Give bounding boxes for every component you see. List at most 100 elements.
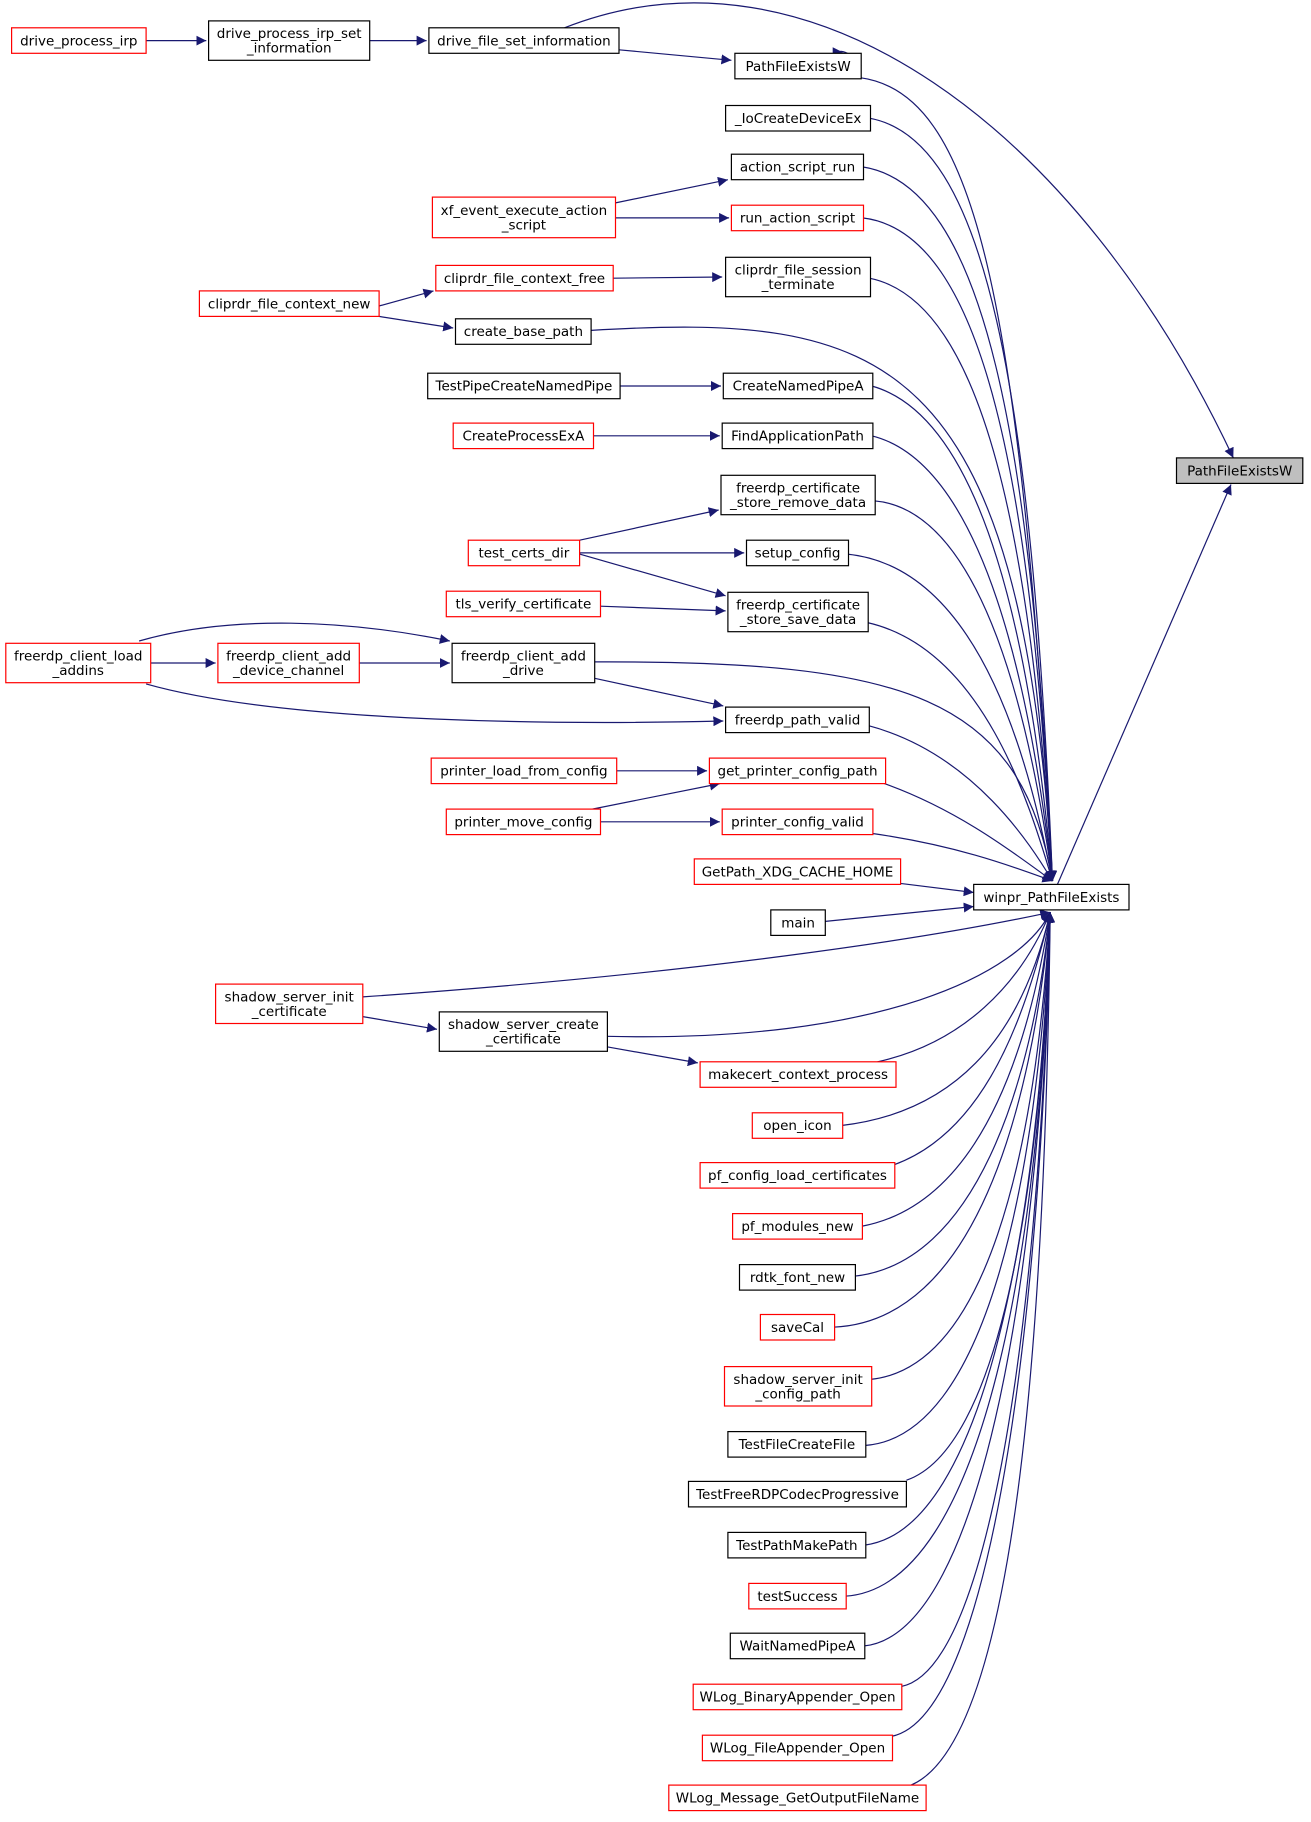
node-testfreerdpcodecprogressive[interactable]: TestFreeRDPCodecProgressive [687, 1480, 907, 1508]
node-pf-modules-new[interactable]: pf_modules_new [731, 1212, 863, 1240]
node-box [730, 153, 865, 181]
node-box [973, 883, 1130, 911]
node-box [759, 1313, 836, 1341]
node-label: shadow_server_create [448, 1017, 599, 1033]
node-box [721, 422, 874, 450]
node-wlog-binaryappender-open[interactable]: WLog_BinaryAppender_Open [692, 1683, 903, 1711]
node-box [731, 1212, 863, 1240]
node-freerdp-path-valid[interactable]: freerdp_path_valid [724, 706, 870, 734]
node-label: freerdp_certificate [736, 598, 860, 614]
node-label: PathFileExistsW [1187, 463, 1292, 479]
node-freerdp-client-load-addins[interactable]: freerdp_client_load_addins [5, 642, 152, 684]
node-freerdp-certificate-store-remove-data[interactable]: freerdp_certificate_store_remove_data [720, 474, 876, 516]
node-drive-file-set-information[interactable]: drive_file_set_information [428, 27, 620, 54]
call-edge [866, 621, 1055, 882]
node-cliprdr-file-session-terminate[interactable]: cliprdr_file_session_terminate [724, 256, 872, 298]
node-box [724, 256, 872, 298]
call-edge [891, 912, 1056, 1737]
node-label: pf_modules_new [741, 1219, 853, 1235]
node-printer-move-config[interactable]: printer_move_config [445, 808, 602, 836]
call-edge [564, 2, 1234, 459]
node-cliprdr-file-context-free[interactable]: cliprdr_file_context_free [435, 264, 614, 292]
node-label: cliprdr_file_context_free [444, 271, 605, 287]
node-get-printer-config-path[interactable]: get_printer_config_path [708, 757, 887, 785]
node-getpath-xdg-cache-home[interactable]: GetPath_XDG_CACHE_HOME [693, 858, 902, 886]
node-box [467, 539, 581, 567]
node-action-script-run[interactable]: action_script_run [730, 153, 865, 181]
call-edge [864, 912, 1055, 1447]
node-label: _store_save_data [739, 612, 856, 628]
node-box [452, 422, 595, 450]
node-pathfileexistsw-target[interactable]: PathFileExistsW [1175, 457, 1304, 484]
node-box [428, 27, 620, 54]
node-box [745, 539, 850, 567]
node-label: create_base_path [464, 324, 583, 340]
node-run-action-script[interactable]: run_action_script [730, 204, 865, 232]
node-label: cliprdr_file_session [735, 263, 862, 279]
call-edge [613, 272, 723, 283]
node-freerdp-certificate-store-save-data[interactable]: freerdp_certificate_store_save_data [727, 591, 869, 633]
node-box [217, 642, 360, 684]
call-edge [579, 553, 726, 598]
node-create-base-path[interactable]: create_base_path [454, 318, 592, 345]
node-pf-config-load-certificates[interactable]: pf_config_load_certificates [699, 1161, 896, 1189]
call-edge [873, 500, 1057, 882]
node-cliprdr-file-context-new[interactable]: cliprdr_file_context_new [198, 290, 380, 317]
node-box [708, 757, 887, 785]
node-printer-config-valid[interactable]: printer_config_valid [721, 808, 874, 836]
node-drive-process-irp-set-information[interactable]: drive_process_irp_set_information [208, 20, 371, 61]
node-box [427, 372, 621, 400]
node-box [454, 318, 592, 345]
node-label: TestFileCreateFile [738, 1437, 856, 1453]
node-box [431, 196, 617, 239]
node-shadow-server-create-certificate[interactable]: shadow_server_create_certificate [438, 1011, 608, 1052]
node-main[interactable]: main [770, 909, 826, 937]
node-setup-config[interactable]: setup_config [745, 539, 850, 567]
node-box [701, 1734, 894, 1762]
node-box [722, 372, 874, 400]
call-edge [593, 661, 1056, 882]
call-edge [854, 912, 1055, 1277]
node-wlog-message-getoutputfilename[interactable]: WLog_Message_GetOutputFileName [668, 1784, 927, 1812]
node-testsuccess[interactable]: testSuccess [748, 1582, 847, 1610]
node-savecal[interactable]: saveCal [759, 1313, 836, 1341]
node-test-certs-dir[interactable]: test_certs_dir [467, 539, 581, 567]
node-drive-process-irp[interactable]: drive_process_irp [11, 27, 147, 54]
node-findapplicationpath[interactable]: FindApplicationPath [721, 422, 874, 450]
node-tls-verify-certificate[interactable]: tls_verify_certificate [445, 590, 602, 618]
node-pathfileexistsw[interactable]: PathFileExistsW [734, 52, 862, 80]
call-edge [824, 902, 974, 923]
node-shadow-server-init-certificate[interactable]: shadow_server_init_certificate [215, 983, 364, 1025]
node-waitnamedpipea[interactable]: WaitNamedPipeA [729, 1632, 866, 1660]
node-box [11, 27, 147, 54]
node-wlog-fileappender-open[interactable]: WLog_FileAppender_Open [701, 1734, 894, 1762]
node-box [699, 1061, 897, 1088]
node-label: freerdp_client_add [226, 649, 351, 665]
node-freerdp-client-add-drive[interactable]: freerdp_client_add_drive [451, 642, 596, 684]
call-edge [864, 912, 1055, 1546]
node-xf-event-execute-action-script[interactable]: xf_event_execute_action_script [431, 196, 617, 239]
node-freerdp-client-add-device-channel[interactable]: freerdp_client_add_device_channel [217, 642, 360, 684]
node-createnamedpipea[interactable]: CreateNamedPipeA [722, 372, 874, 400]
node-rdtk-font-new[interactable]: rdtk_font_new [738, 1263, 857, 1291]
node-box [727, 591, 869, 633]
node-label: _certificate [251, 1004, 327, 1020]
node-box [748, 1582, 847, 1610]
node-printer-load-from-config[interactable]: printer_load_from_config [430, 757, 618, 785]
node-createprocessexa[interactable]: CreateProcessExA [452, 422, 595, 450]
node-shadow-server-init-config-path[interactable]: shadow_server_init_config_path [723, 1365, 873, 1407]
node-iocreatedeviceex[interactable]: _IoCreateDeviceEx [724, 104, 872, 132]
node-box [770, 909, 826, 937]
node-open-icon[interactable]: open_icon [751, 1112, 844, 1139]
node-box [1175, 457, 1304, 484]
call-edge [618, 49, 732, 65]
node-makecert-context-process[interactable]: makecert_context_process [699, 1061, 897, 1088]
node-label: TestFreeRDPCodecProgressive [695, 1487, 899, 1503]
node-box [734, 52, 862, 80]
node-winpr-pathfileexists[interactable]: winpr_PathFileExists [973, 883, 1130, 911]
node-label: test_certs_dir [478, 546, 569, 562]
node-testpipecreatenamedpipe[interactable]: TestPipeCreateNamedPipe [427, 372, 621, 400]
node-testpathmakepath[interactable]: TestPathMakePath [727, 1531, 867, 1559]
node-testfilecreatefile[interactable]: TestFileCreateFile [727, 1430, 867, 1458]
call-edge [871, 435, 1057, 882]
